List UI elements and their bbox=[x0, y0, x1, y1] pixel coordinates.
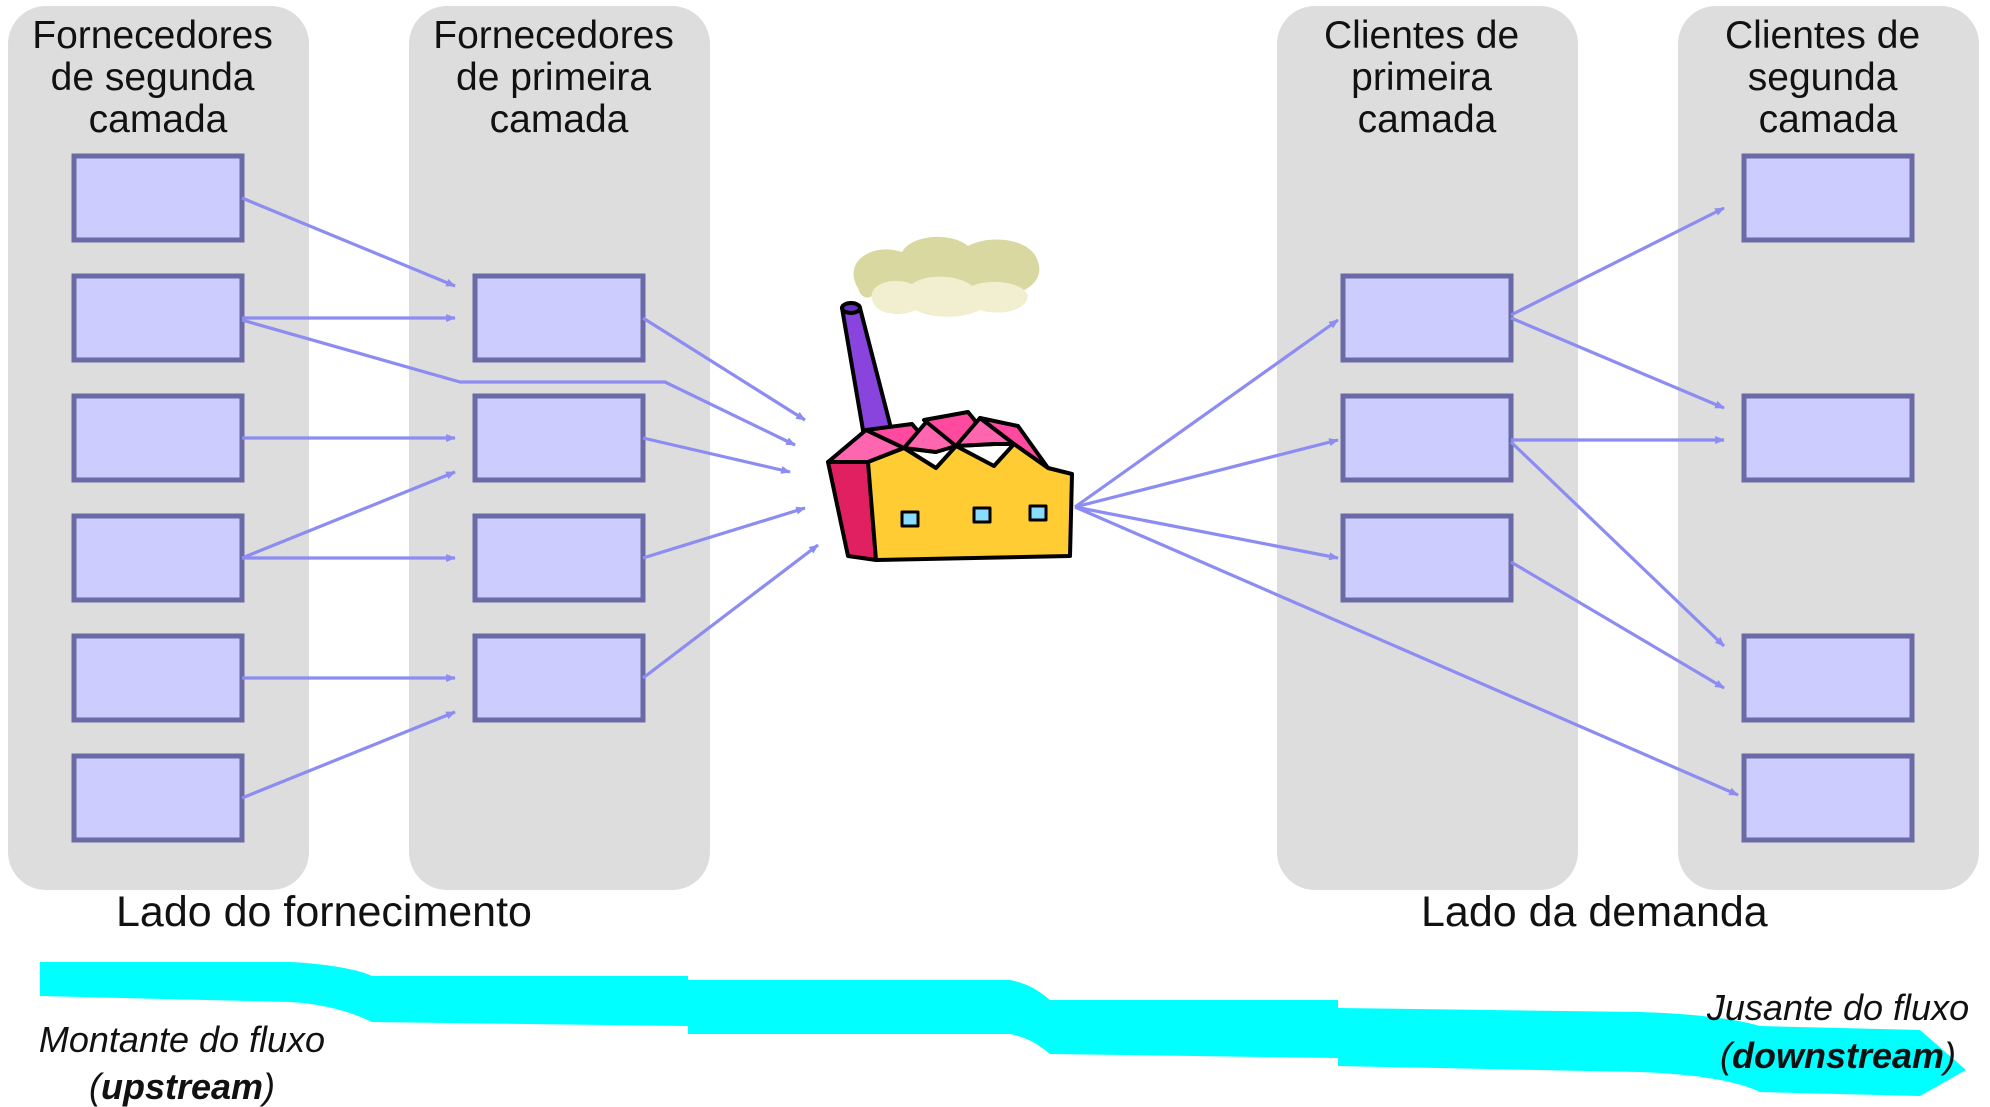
tier2-supplier-node bbox=[71, 393, 245, 483]
tier1-customer-node bbox=[1340, 393, 1514, 483]
flow-arrow bbox=[1510, 560, 1725, 690]
tier2-supplier-node bbox=[71, 513, 245, 603]
tier1-supplier-node bbox=[472, 393, 646, 483]
tier1-customer-node bbox=[1340, 513, 1514, 603]
tier2-supplier-node bbox=[71, 153, 245, 243]
flow-arrow bbox=[241, 196, 456, 288]
tier2-supplier-node bbox=[71, 273, 245, 363]
column-title-tier1-customers: Clientes de primeira camada bbox=[1324, 14, 1530, 141]
flow-arrow bbox=[642, 316, 806, 422]
tier2-customer-node bbox=[1741, 753, 1915, 843]
upstream-caption: Montante do fluxo bbox=[39, 1019, 325, 1060]
column-title-tier1-suppliers: Fornecedores de primeira camada bbox=[433, 14, 684, 141]
flow-arrow bbox=[1509, 440, 1726, 648]
flow-arrow bbox=[1074, 318, 1339, 509]
column-title-tier2-suppliers: Fornecedores de segunda camada bbox=[32, 14, 283, 141]
flow-direction-band bbox=[40, 962, 1966, 1096]
flow-arrow bbox=[1510, 316, 1725, 410]
downstream-caption: Jusante do fluxo bbox=[1706, 987, 1969, 1028]
flow-arrow bbox=[1074, 505, 1739, 797]
tier1-supplier-node bbox=[472, 513, 646, 603]
tier1-customer-node bbox=[1340, 273, 1514, 363]
tier2-supplier-node bbox=[71, 753, 245, 843]
upstream-term: (upstream) bbox=[89, 1066, 275, 1107]
tier2-customer-node bbox=[1741, 393, 1915, 483]
tier1-supplier-node bbox=[472, 273, 646, 363]
tier1-supplier-node bbox=[472, 633, 646, 723]
flow-arrow bbox=[1510, 206, 1725, 317]
flow-arrow bbox=[241, 470, 456, 560]
flow-arrow bbox=[241, 318, 796, 447]
supply-side-label: Lado do fornecimento bbox=[116, 888, 532, 936]
flow-arrow bbox=[642, 506, 806, 560]
tier2-customer-node bbox=[1741, 633, 1915, 723]
flow-arrow bbox=[642, 543, 819, 680]
flow-arrow bbox=[1074, 438, 1339, 509]
demand-side-label: Lado da demanda bbox=[1421, 888, 1768, 936]
flow-arrow bbox=[1074, 505, 1339, 561]
flow-arrow bbox=[241, 710, 456, 800]
tier2-supplier-node bbox=[71, 633, 245, 723]
factory-icon bbox=[826, 236, 1074, 562]
tier2-customer-node bbox=[1741, 153, 1915, 243]
flow-arrow bbox=[642, 436, 791, 474]
column-title-tier2-customers: Clientes de segunda camada bbox=[1725, 14, 1931, 141]
downstream-term: (downstream) bbox=[1720, 1035, 1956, 1076]
